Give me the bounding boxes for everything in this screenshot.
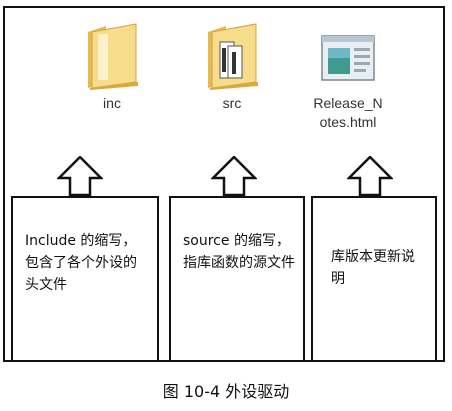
figure-caption: 图 10-4 外设驱动 (162, 382, 290, 401)
note-box-src: source 的缩写，指库函数的源文件 (169, 196, 305, 362)
html-document-icon (321, 35, 375, 81)
file-name-line-1: Release_N (313, 95, 383, 111)
file-item-release-notes[interactable]: Release_N otes.html (293, 18, 403, 132)
diagram-frame: inc src Release_N otes.html (3, 6, 445, 362)
note-box-inc: Include 的缩写，包含了各个外设的头文件 (11, 196, 159, 362)
arrow-up-icon (57, 156, 103, 196)
file-item-inc[interactable]: inc (57, 18, 167, 113)
note-box-release-notes: 库版本更新说明 (311, 196, 437, 362)
note-text: Include 的缩写，包含了各个外设的头文件 (25, 233, 137, 293)
file-name: src (222, 95, 242, 111)
file-name: inc (103, 95, 121, 111)
file-item-src[interactable]: src (177, 18, 287, 113)
note-text: 库版本更新说明 (331, 249, 415, 287)
file-name-line-2: otes.html (319, 114, 377, 130)
arrow-up-icon (211, 156, 257, 196)
note-text: source 的缩写，指库函数的源文件 (183, 233, 295, 271)
folder-with-files-icon (208, 23, 258, 90)
folder-icon (88, 23, 138, 90)
arrow-up-icon (347, 156, 393, 196)
